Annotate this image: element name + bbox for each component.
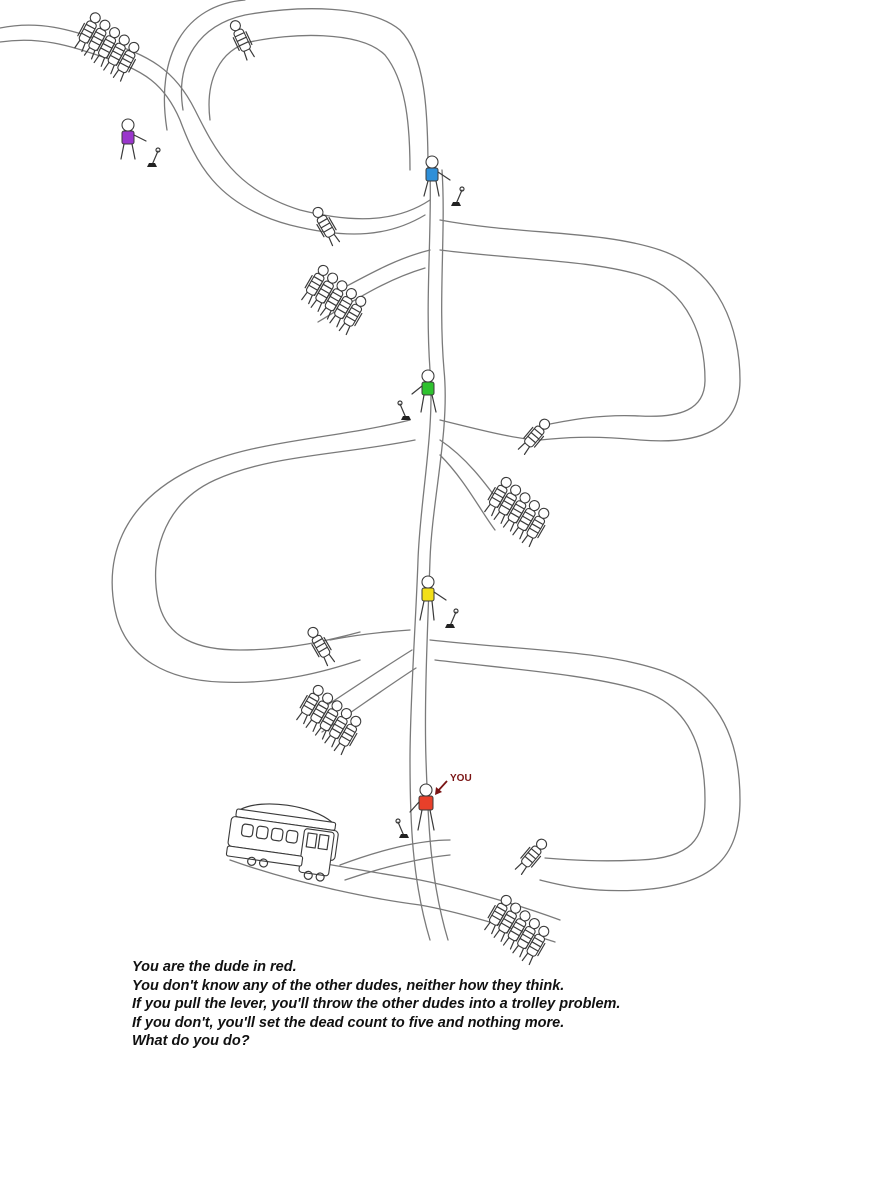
operator-blue (423, 155, 465, 207)
caption-line-2: You don't know any of the other dudes, n… (132, 977, 565, 994)
shirt-red (418, 795, 434, 811)
tied-group-right-middle (478, 475, 556, 548)
operator-purple (120, 118, 161, 168)
trolley (225, 803, 339, 882)
tied-group-top-left (68, 10, 146, 82)
tied-group-bottom (478, 893, 556, 966)
track-network (0, 0, 741, 943)
shirt-blue (425, 167, 439, 182)
tied-group-left-lower (290, 683, 368, 756)
you-label: YOU (450, 773, 472, 784)
operator-yellow (419, 575, 459, 629)
tied-person-right-upper (515, 415, 554, 457)
tied-person-right-lower (512, 835, 551, 877)
shirt-purple (121, 130, 135, 145)
tied-group-upper (295, 263, 373, 336)
caption-line-3: If you pull the lever, you'll throw the … (132, 996, 621, 1012)
shirt-yellow (421, 587, 435, 602)
tied-person-left-middle (303, 623, 338, 668)
operator-green (397, 369, 437, 421)
tied-person-upper-middle (308, 203, 343, 248)
tied-person-top (226, 17, 258, 62)
shirt-green (421, 381, 435, 396)
caption-line-4: If you don't, you'll set the dead count … (132, 1014, 565, 1031)
caption-line-1: You are the dude in red. (132, 959, 297, 975)
you-marker: YOU (435, 773, 472, 795)
operator-red-you (395, 783, 435, 839)
caption-line-5: What do you do? (132, 1033, 250, 1049)
caption: You are the dude in red. You don't know … (132, 958, 832, 1051)
